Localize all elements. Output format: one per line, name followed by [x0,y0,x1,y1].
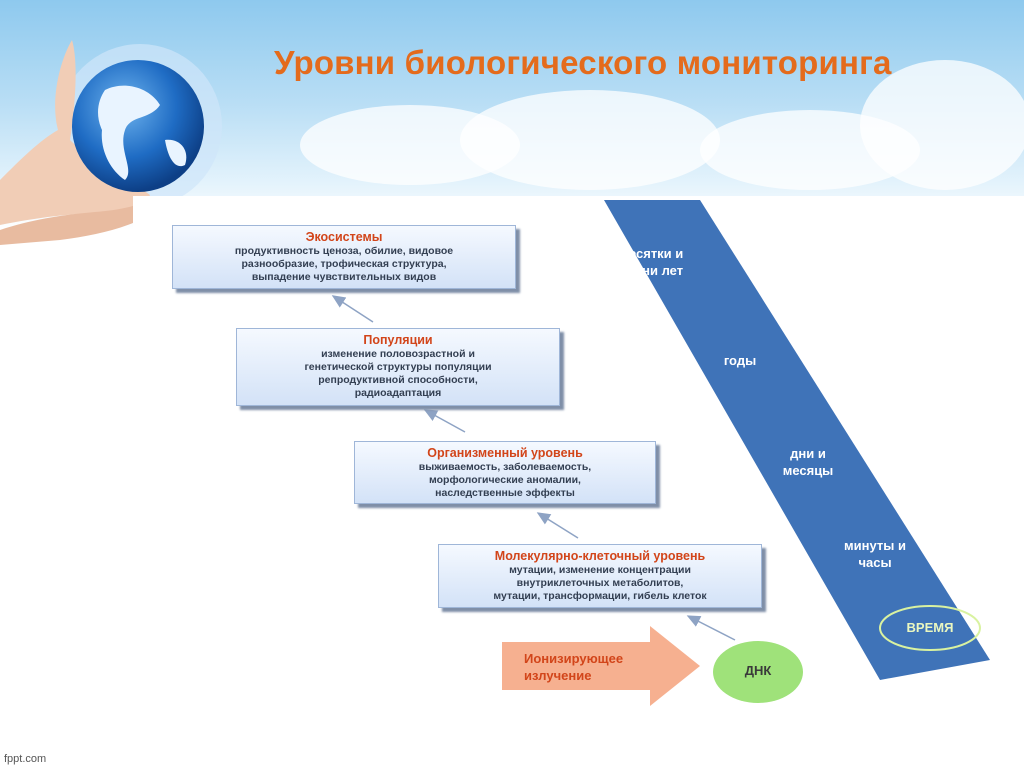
dna-circle [713,641,803,703]
level-box-organism: Организменный уровень выживаемость, забо… [354,441,656,504]
level-title: Организменный уровень [427,446,583,460]
level-title: Популяции [363,333,433,347]
time-ellipse [879,605,981,651]
time-axis-label: ВРЕМЯ [906,620,954,635]
connector-arrow [331,295,374,323]
level-description: продуктивность ценоза, обилие, видовое р… [234,245,454,283]
time-label-days-months: дни и месяцы [782,446,834,478]
level-box-ecosystems: Экосистемы продуктивность ценоза, обилие… [172,225,516,289]
globe-icon [0,40,222,245]
level-box-populations: Популяции изменение половозрастной и ген… [236,328,560,406]
level-description: изменение половозрастной и генетической … [304,348,492,399]
level-box-molecular: Молекулярно-клеточный уровень мутации, и… [438,544,762,608]
level-title: Молекулярно-клеточный уровень [494,549,706,563]
time-label-years: годы [723,353,757,368]
cloud [460,90,720,190]
connector-arrow [536,512,579,539]
connector-arrow [423,409,466,433]
target-label: ДНК [744,663,772,678]
page-title: Уровни биологического мониторинга [274,44,892,81]
source-arrow [502,626,700,706]
level-description: мутации, изменение концентрации внутрикл… [493,564,707,602]
time-band [604,200,990,680]
globe-hands-illustration [0,30,260,250]
footer-credit: fppt.com [4,753,47,765]
connector-arrow [686,615,736,641]
time-label-minutes-hours: минуты и часы [844,538,906,570]
time-label-centuries: десятки и сотни лет [620,246,684,278]
cloud [860,60,1024,190]
source-label: Ионизирующее излучение [524,651,624,683]
level-description: выживаемость, заболеваемость, морфологич… [418,461,592,499]
level-title: Экосистемы [305,230,383,244]
